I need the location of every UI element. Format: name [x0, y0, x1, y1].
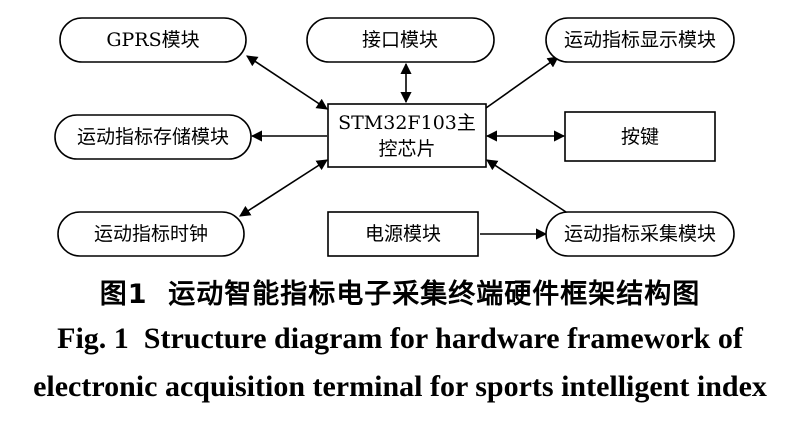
interface-module-label: 接口模块 [362, 29, 438, 51]
arrow-gprs-mcu [246, 55, 328, 110]
button-box [564, 111, 716, 162]
display-module-box [545, 17, 735, 63]
mcu-label-line1: STM32F103主 [338, 112, 476, 134]
interface-module-box [306, 17, 495, 63]
mcu-label-line2: 控芯片 [378, 138, 435, 160]
acquisition-module-label: 运动指标采集模块 [564, 223, 716, 245]
clock-module-box [57, 211, 245, 257]
arrow-clock-mcu [239, 159, 328, 217]
mcu-box [327, 103, 487, 168]
arrow-acquisition-mcu [486, 159, 567, 213]
gprs-module-box [59, 17, 247, 63]
caption-english-line1: Fig. 1 Structure diagram for hardware fr… [57, 322, 743, 355]
power-module-label: 电源模块 [365, 223, 441, 245]
storage-module-label: 运动指标存储模块 [77, 126, 229, 148]
gprs-module-label: GPRS模块 [106, 29, 199, 51]
hardware-framework-diagram: GPRS模块 接口模块 运动指标显示模块 运动指标存储模块 STM32F103主… [54, 17, 735, 257]
power-module-box [327, 211, 479, 257]
storage-module-box [54, 114, 252, 160]
button-label: 按键 [621, 126, 659, 148]
acquisition-module-box [545, 211, 735, 257]
display-module-label: 运动指标显示模块 [564, 29, 716, 51]
caption-chinese: 图1 运动智能指标电子采集终端硬件框架结构图 [99, 279, 701, 310]
clock-module-label: 运动指标时钟 [94, 223, 208, 245]
arrow-mcu-display [485, 56, 559, 109]
caption-english-line2: electronic acquisition terminal for spor… [33, 370, 767, 403]
